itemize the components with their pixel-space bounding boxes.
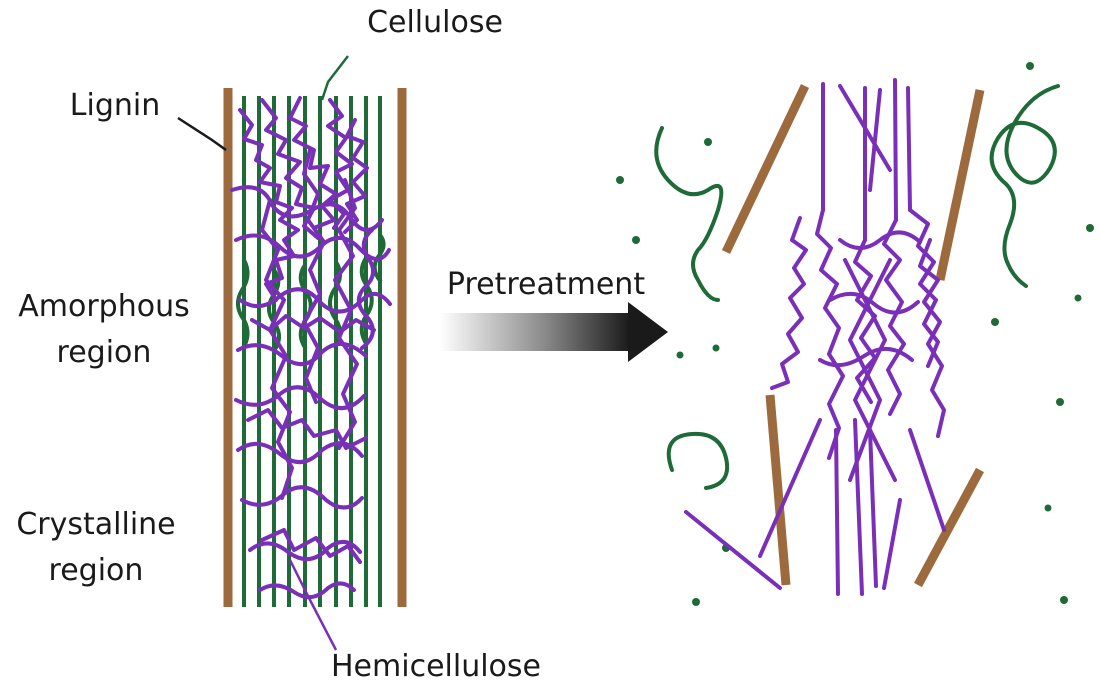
amorphous-label-line1: Amorphous [18, 289, 190, 324]
pretreatment-arrow [440, 302, 668, 362]
hemicellulose-leader-line [288, 559, 338, 651]
cellulose-specks [616, 62, 1094, 606]
lignin-fragments [721, 84, 985, 588]
cellulose-label: Cellulose [367, 5, 503, 40]
hemicellulose-strands [684, 78, 946, 596]
pretreatment-label: Pretreatment [447, 267, 645, 302]
lignin-label: Lignin [70, 88, 160, 123]
amorphous-label-line2: region [57, 335, 152, 370]
crystalline-label-line1: Crystalline [16, 507, 175, 542]
lignin-leader-line [177, 116, 227, 152]
cellulose-fragments [654, 84, 1060, 490]
crystalline-label-line2: region [49, 553, 144, 588]
intact-fiber [223, 88, 407, 607]
cellulose-leader-line [320, 55, 349, 101]
hemicellulose-network [230, 96, 392, 600]
hemicellulose-label: Hemicellulose [331, 649, 541, 684]
disrupted-fiber [616, 62, 1094, 606]
